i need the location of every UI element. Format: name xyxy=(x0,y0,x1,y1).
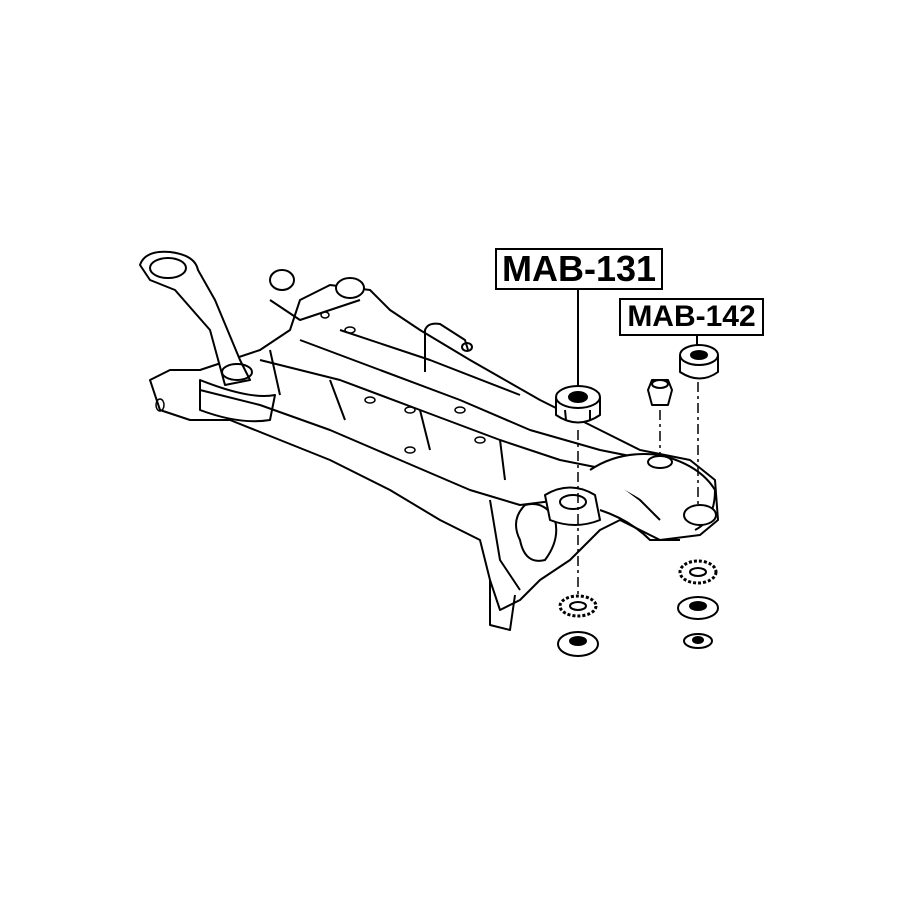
mab-131-mount-hole xyxy=(544,486,601,526)
pipe xyxy=(424,322,469,372)
pipe-end xyxy=(461,342,473,352)
mab-142-bushing xyxy=(679,344,719,380)
mab-131-bushing xyxy=(555,385,601,424)
nut xyxy=(647,379,673,406)
mab-142-lower-stack xyxy=(677,559,719,649)
subframe-body xyxy=(149,284,719,631)
right-mount xyxy=(589,453,717,541)
assembly-center-lines xyxy=(577,382,699,595)
mab-131-lower-stack xyxy=(557,594,599,657)
left-mount-tower xyxy=(139,250,276,423)
part-label-mab-131: MAB-131 xyxy=(495,248,663,290)
part-label-mab-142: MAB-142 xyxy=(619,298,764,336)
rear-mount xyxy=(269,269,365,321)
